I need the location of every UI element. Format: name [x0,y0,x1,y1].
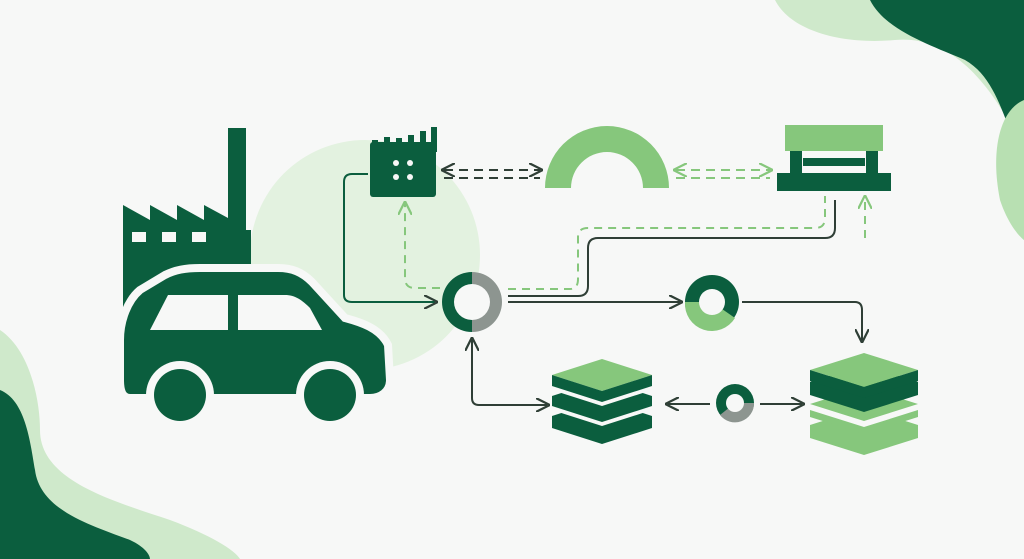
layer-stack-icon [552,359,652,444]
corner-blob-top-right [775,0,1024,240]
corner-blob-bottom-left [0,330,240,559]
connector-lines [343,170,865,405]
calendar-grid-icon [370,142,436,197]
arc-gauge-icon [545,126,669,188]
car-icon [116,264,395,429]
bench-platform-icon [777,125,891,191]
bar-chart-icon [372,127,437,152]
small-ring-icon [716,384,755,423]
ring-node-icon [684,275,739,331]
layer-stack-icon [810,353,918,455]
hub-ring-icon [442,272,502,332]
